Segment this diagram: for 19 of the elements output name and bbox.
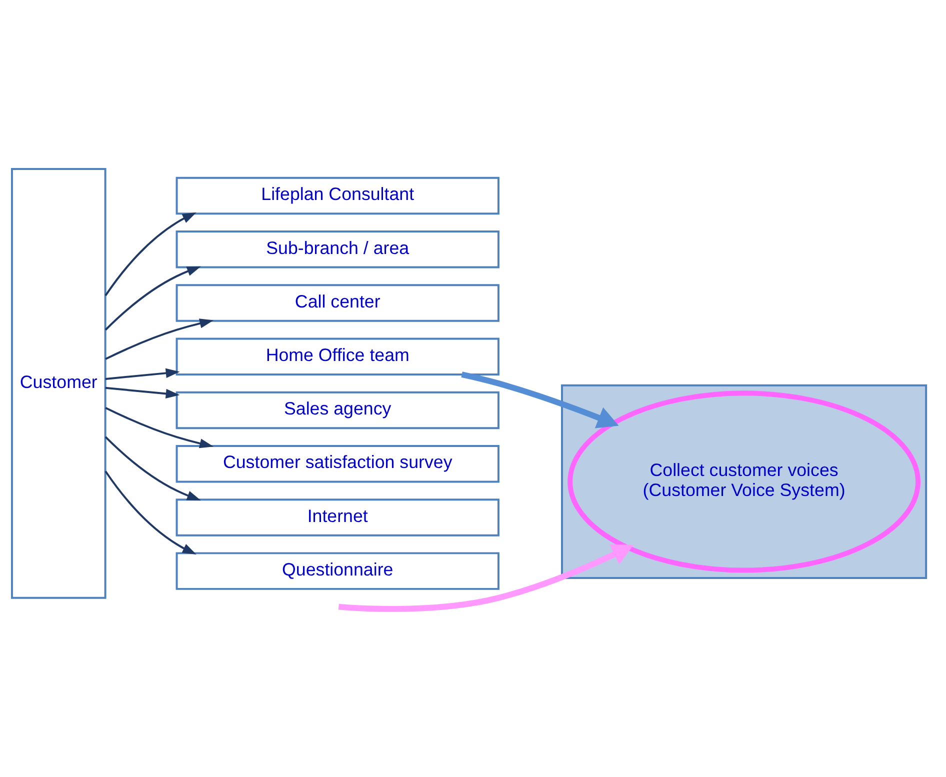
node-box: Sales agency	[176, 390, 500, 429]
arrow	[104, 212, 196, 296]
arrow	[105, 318, 214, 360]
arrow	[105, 386, 180, 398]
node-box: Lifeplan Consultant	[176, 176, 500, 214]
node-box: Internet	[176, 498, 500, 536]
node-box: Call center	[176, 284, 500, 322]
arrow	[105, 406, 214, 448]
node-box: Customer satisfaction survey	[176, 444, 500, 482]
node-box: Sub-branch / area	[176, 230, 500, 268]
node-box: Questionnaire	[176, 552, 500, 590]
arrow	[104, 266, 201, 330]
arrow	[338, 544, 634, 612]
arrow	[104, 470, 196, 554]
arrow	[104, 436, 201, 500]
node-box: Customer	[10, 167, 106, 598]
arrow	[105, 368, 180, 380]
node-box: Home Office team	[176, 337, 500, 375]
node-ellipse: Collect customer voices (Customer Voice System)	[568, 390, 920, 572]
